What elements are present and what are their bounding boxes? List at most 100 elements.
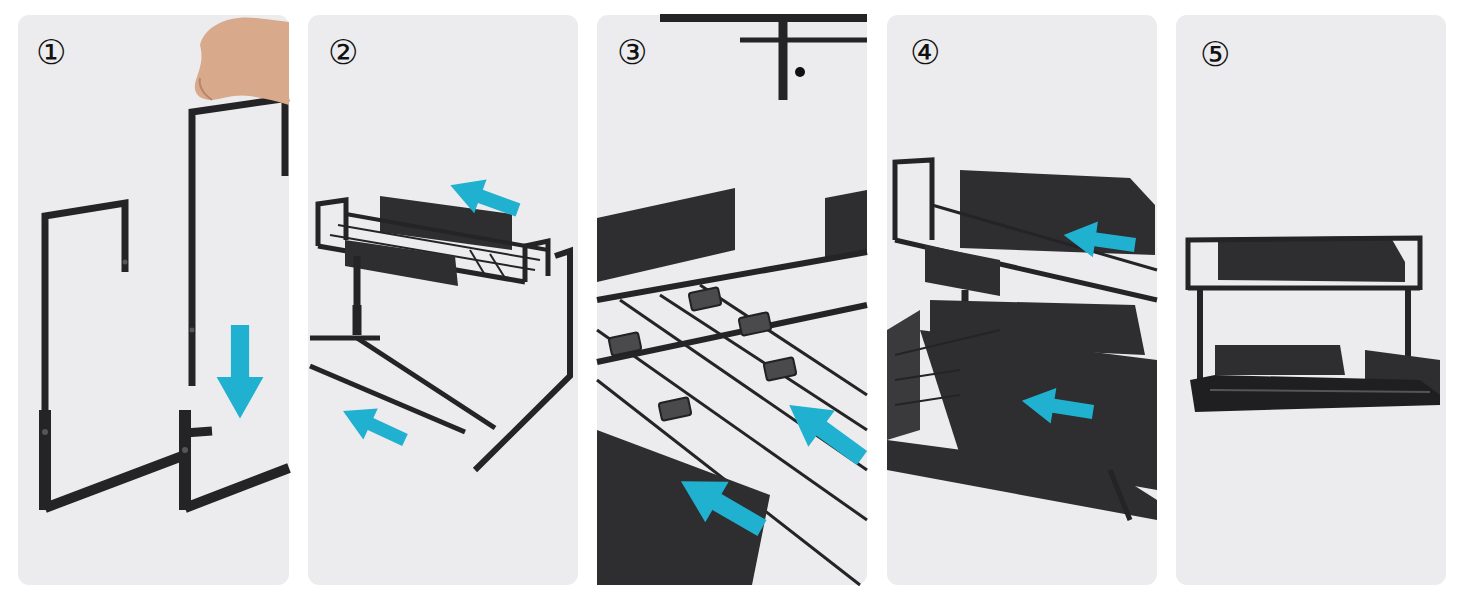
frame-part [39,410,51,510]
assembled-organizer [1365,350,1440,395]
hand [195,17,289,105]
hand [200,78,212,100]
direction-arrow [217,325,264,419]
frame-part [185,468,289,508]
hand [195,17,289,105]
shelf-part [525,241,548,282]
direction-arrow [336,396,412,456]
shelf-part [338,225,540,260]
slide-detail [597,305,867,362]
frame-part [190,328,195,333]
step-panel: ⑤ [1176,15,1446,585]
frame-part [185,431,212,433]
frame-part [45,203,125,412]
slide-detail [795,67,805,77]
assembled-organizer [1405,290,1411,395]
slide-detail [658,397,691,421]
slide-detail [738,312,771,336]
direction-arrow [1019,383,1096,430]
slide-detail [740,38,867,43]
direction-arrow [217,325,264,419]
slide-detail [597,18,867,585]
two-tier-part [887,310,920,440]
slide-detail [688,287,721,311]
assembled-organizer [1215,345,1345,375]
assembled-organizer [1188,236,1440,412]
direction-arrow [1061,217,1137,263]
direction-arrow [444,168,524,226]
shelf-part [470,250,485,275]
frame-part [282,100,289,176]
shelf-part [380,196,512,250]
assembled-organizer [1190,375,1440,412]
step-number: ① [36,35,66,69]
step-number: ④ [910,35,940,69]
two-tier-part [895,160,932,240]
step-number: ⑤ [1200,37,1230,71]
step-number: ③ [617,35,647,69]
direction-arrow [444,168,524,226]
frame-part [39,98,289,510]
assembled-organizer [1188,238,1420,290]
two-tier-part [925,245,1000,296]
shelf-part [475,251,570,470]
slide-detail [620,300,867,470]
frame-part [192,98,289,386]
slide-detail [660,14,867,22]
slide-detail [660,295,867,430]
direction-arrow [336,396,412,456]
frame-part [182,447,188,453]
two-tier-part [887,160,1157,520]
step-panel: ② [308,15,578,585]
shelf-part [330,235,535,270]
assembled-organizer [1210,390,1430,392]
direction-arrow [776,387,875,476]
frame-part [45,455,185,508]
shelf-part [354,256,361,308]
shelf-part [345,240,458,286]
two-tier-part [962,290,969,330]
step-panel: ④ [887,15,1157,585]
shelf-part [310,196,570,470]
assembled-organizer [1188,286,1420,291]
slide-detail [700,285,867,395]
frame-part [179,410,191,510]
shelf-part [357,338,495,428]
two-tier-part [895,330,1000,355]
two-tier-part [895,395,960,405]
direction-arrow [669,461,773,548]
direction-arrow [1061,217,1137,263]
two-tier-part [930,300,1145,355]
shelf-part [346,214,548,250]
shelf-part [353,305,362,335]
assembled-organizer [1197,290,1203,395]
slide-detail [597,252,867,300]
step-panel: ① [18,15,289,585]
direction-arrow [776,387,875,476]
frame-part [42,429,48,435]
frame-part [123,260,128,265]
slide-detail [825,190,867,258]
slide-detail [597,430,770,585]
slide-detail [597,330,867,520]
two-tier-part [895,370,960,380]
slide-detail [608,332,641,356]
shelf-part [318,246,525,282]
shelf-part [310,336,380,341]
two-tier-part [920,330,1157,490]
assembled-organizer [1218,236,1405,282]
two-tier-part [887,440,1157,520]
slide-detail [597,188,735,282]
shelf-part [318,200,346,246]
slide-detail [763,357,796,381]
two-tier-part [1110,470,1130,520]
two-tier-part [960,170,1155,255]
two-tier-part [895,240,1157,300]
slide-detail [597,380,860,585]
direction-arrow [669,461,773,548]
shelf-part [490,254,505,278]
